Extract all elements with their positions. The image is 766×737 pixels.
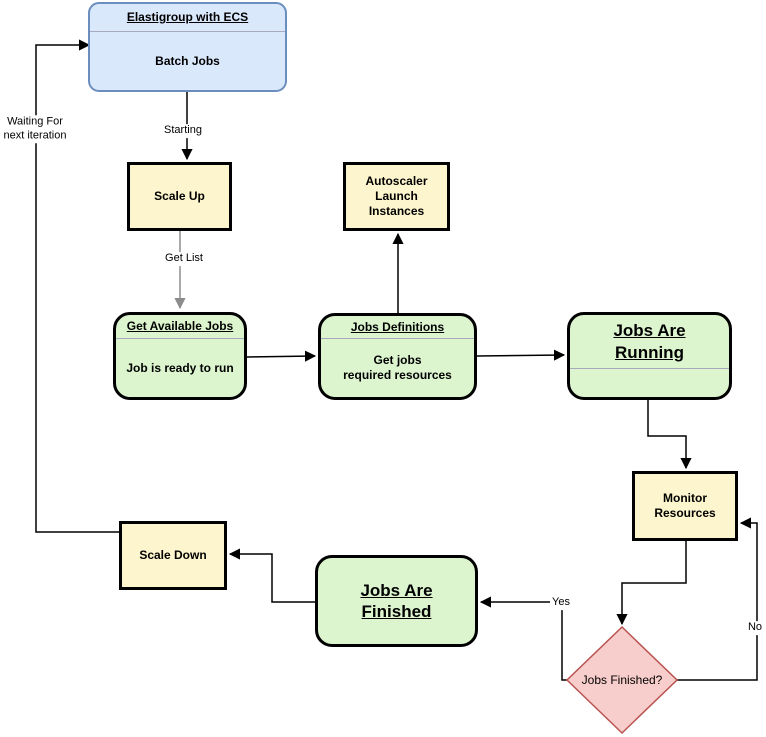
edge-label-starting: Starting — [162, 124, 204, 138]
node-jobs-are-running-title: Jobs Are Running — [613, 321, 686, 362]
node-get-available-jobs-divider — [116, 338, 244, 339]
edge-waiting-loop — [35, 39, 119, 533]
edge-yes — [479, 596, 567, 681]
edge-label-get-list: Get List — [163, 252, 205, 266]
node-get-available-jobs-body: Job is ready to run — [126, 360, 234, 375]
node-get-available-jobs-title: Get Available Jobs — [126, 319, 234, 333]
node-jobs-are-running: Jobs Are Running — [567, 312, 732, 400]
node-jobs-are-running-body — [570, 369, 729, 397]
edge-no — [677, 517, 758, 681]
node-jobs-definitions-title: Jobs Definitions — [350, 319, 445, 334]
node-elastigroup-title: Elastigroup with ECS — [126, 10, 249, 24]
node-jobs-definitions-body: Get jobs required resources — [343, 353, 452, 382]
node-monitor-resources-label: Monitor Resources — [654, 491, 716, 520]
node-jobs-are-running-divider — [570, 368, 729, 369]
node-autoscaler-label: Autoscaler Launch Instances — [365, 174, 428, 218]
edge-label-no: No — [745, 621, 765, 635]
edge-running-to-monitor — [647, 400, 692, 470]
node-get-available-jobs: Get Available Jobs Job is ready to run — [113, 312, 247, 400]
decision-jobs-finished-label: Jobs Finished? — [581, 673, 663, 687]
edge-label-waiting: Waiting For next iteration — [1, 115, 69, 143]
node-jobs-definitions-divider — [321, 338, 474, 339]
node-elastigroup-body: Batch Jobs — [155, 53, 220, 68]
edge-label-yes: Yes — [550, 596, 572, 610]
node-monitor-resources: Monitor Resources — [632, 471, 738, 541]
node-elastigroup-divider — [90, 31, 285, 32]
node-jobs-are-finished-title: Jobs Are Finished — [360, 580, 433, 621]
node-elastigroup: Elastigroup with ECS Batch Jobs — [88, 2, 287, 92]
node-scale-up-label: Scale Up — [154, 189, 205, 203]
node-scale-down: Scale Down — [119, 521, 227, 590]
node-scale-down-label: Scale Down — [139, 548, 207, 562]
edge-available-to-definitions — [246, 350, 317, 362]
edge-monitor-to-decision — [616, 541, 687, 626]
node-autoscaler: Autoscaler Launch Instances — [343, 162, 450, 231]
edge-definitions-to-running — [476, 349, 566, 361]
decision-jobs-finished — [565, 625, 679, 735]
node-jobs-definitions: Jobs Definitions Get jobs required resou… — [318, 313, 477, 400]
node-jobs-are-finished: Jobs Are Finished — [315, 555, 478, 647]
edge-finished-to-scaledown — [228, 548, 315, 603]
node-scale-up: Scale Up — [127, 162, 232, 231]
